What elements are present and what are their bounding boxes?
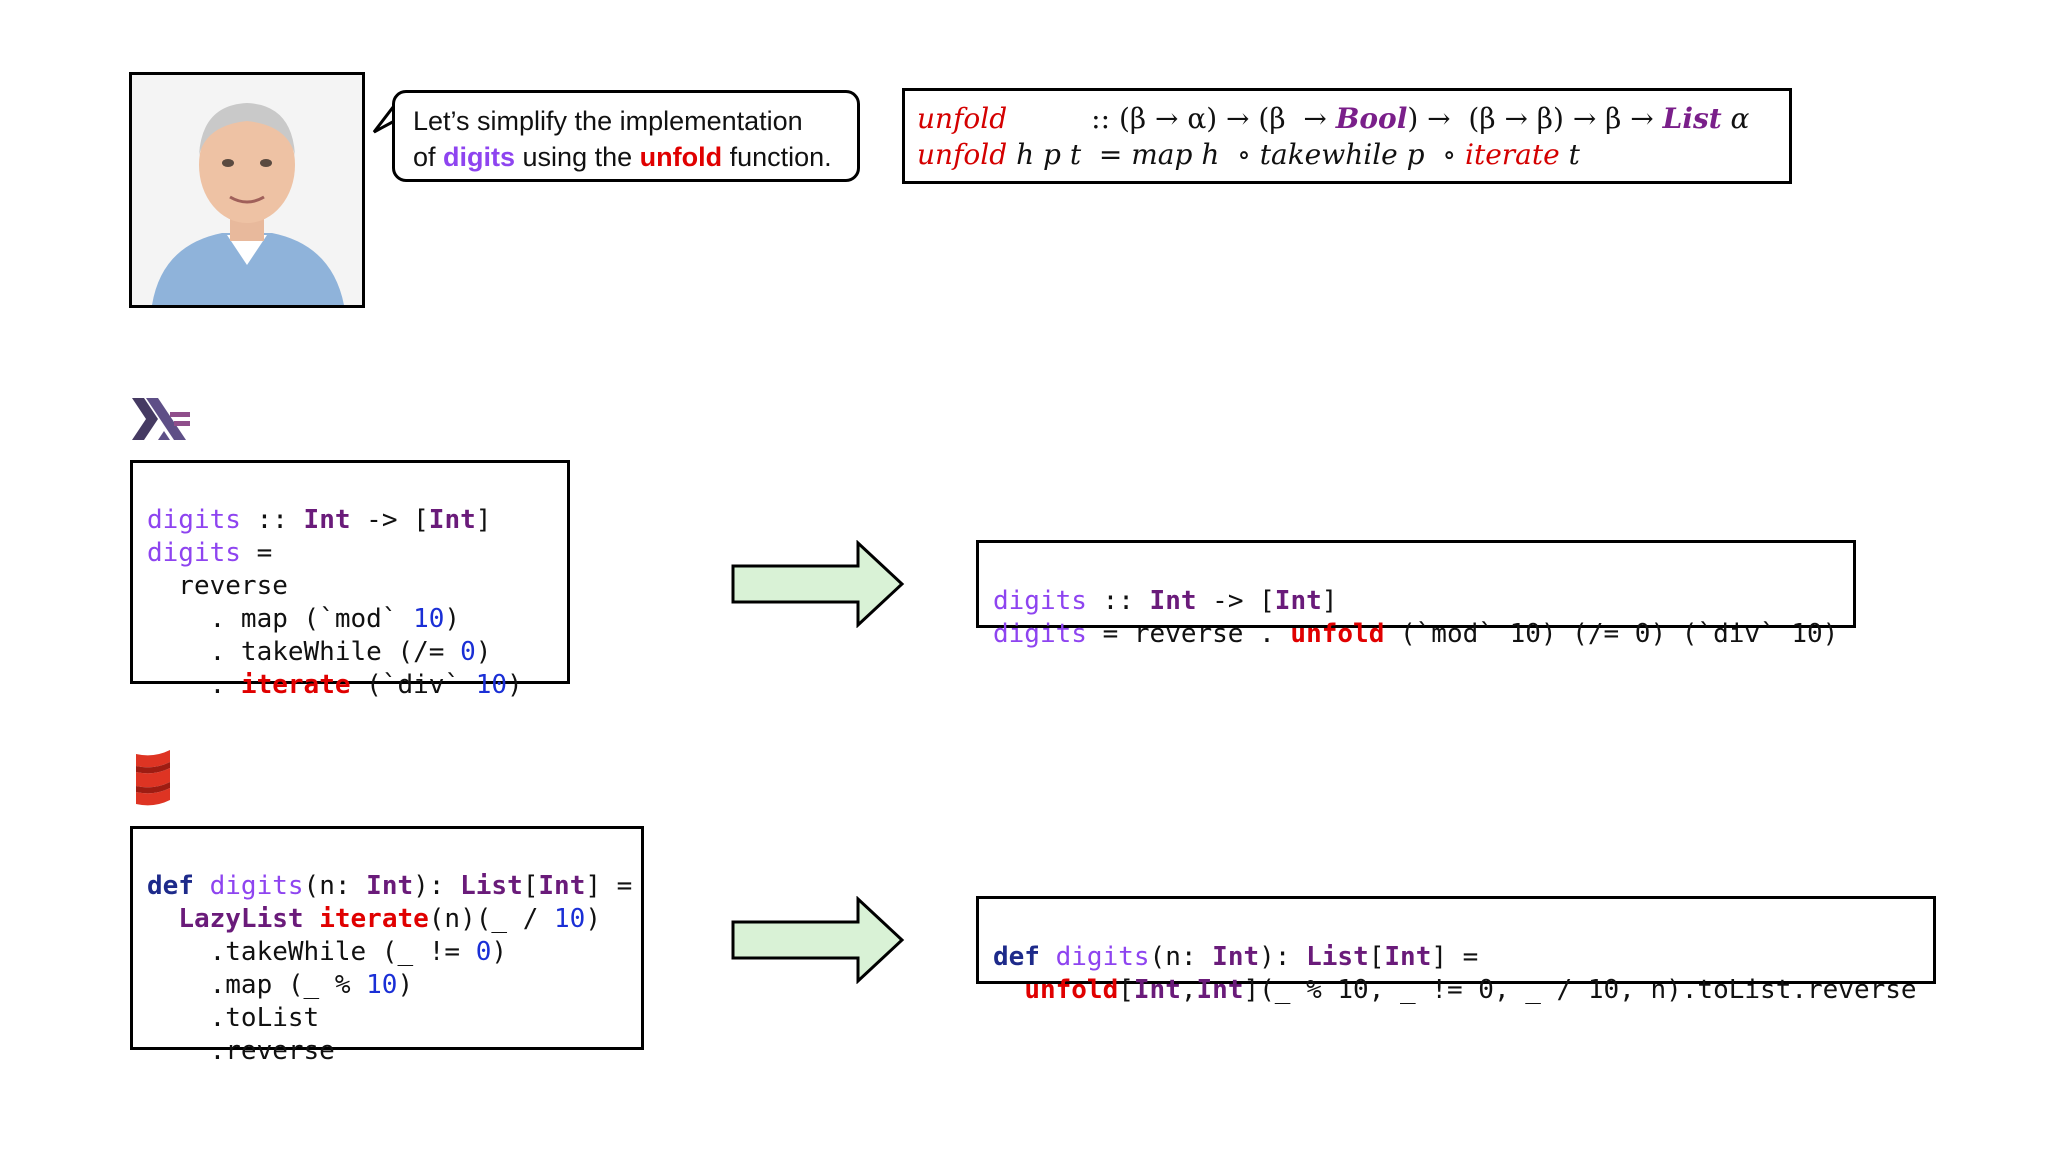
code-line: unfold[Int,Int](_ % 10, _ != 0, _ / 10, … bbox=[1024, 975, 1917, 1005]
speech-bubble: Let’s simplify the implementation of dig… bbox=[392, 90, 860, 182]
code-line: def digits(n: Int): List[Int] = bbox=[993, 942, 1479, 972]
scala-before-code: def digits(n: Int): List[Int] = LazyList… bbox=[130, 826, 644, 1066]
code-line: .reverse bbox=[147, 1036, 335, 1066]
code-line: .toList bbox=[147, 1003, 320, 1033]
code-line: . map (`mod` 10) bbox=[147, 604, 461, 634]
unfold-signature: unfold:: (β → α) → (β → Bool) → (β → β) … bbox=[917, 102, 1750, 135]
haskell-logo-icon bbox=[130, 398, 190, 444]
code-line: .takeWhile (_ != 0) bbox=[147, 937, 508, 967]
presenter-portrait-icon bbox=[132, 75, 362, 305]
code-line: reverse bbox=[147, 571, 288, 601]
code-line: . iterate (`div` 10) bbox=[147, 670, 523, 700]
code-line: def digits(n: Int): List[Int] = bbox=[147, 871, 633, 901]
code-line: digits = reverse . unfold (`mod` 10) (/=… bbox=[993, 619, 1839, 649]
code-line: digits :: Int -> [Int] bbox=[147, 505, 492, 535]
speech-line-2: of digits using the unfold function. bbox=[413, 142, 832, 172]
scala-after-code: def digits(n: Int): List[Int] = unfold[I… bbox=[976, 896, 1936, 1005]
haskell-after-code: digits :: Int -> [Int]digits = reverse .… bbox=[976, 540, 1856, 649]
code-line: . takeWhile (/= 0) bbox=[147, 637, 492, 667]
code-line: digits = bbox=[147, 538, 273, 568]
unfold-formula-box: unfold:: (β → α) → (β → Bool) → (β → β) … bbox=[902, 88, 1792, 184]
code-line: digits :: Int -> [Int] bbox=[993, 586, 1338, 616]
scala-logo-icon bbox=[134, 748, 172, 810]
right-arrow-icon bbox=[730, 895, 906, 988]
haskell-before-code: digits :: Int -> [Int]digits = reverse .… bbox=[130, 460, 570, 700]
speech-line-1: Let’s simplify the implementation bbox=[413, 106, 803, 136]
code-line: .map (_ % 10) bbox=[147, 970, 414, 1000]
right-arrow-icon bbox=[730, 539, 906, 632]
code-line: LazyList iterate(n)(_ / 10) bbox=[178, 904, 601, 934]
presenter-photo bbox=[129, 72, 365, 308]
unfold-definition: unfold h p t = map h ∘ takewhile p ∘ ite… bbox=[917, 138, 1580, 171]
